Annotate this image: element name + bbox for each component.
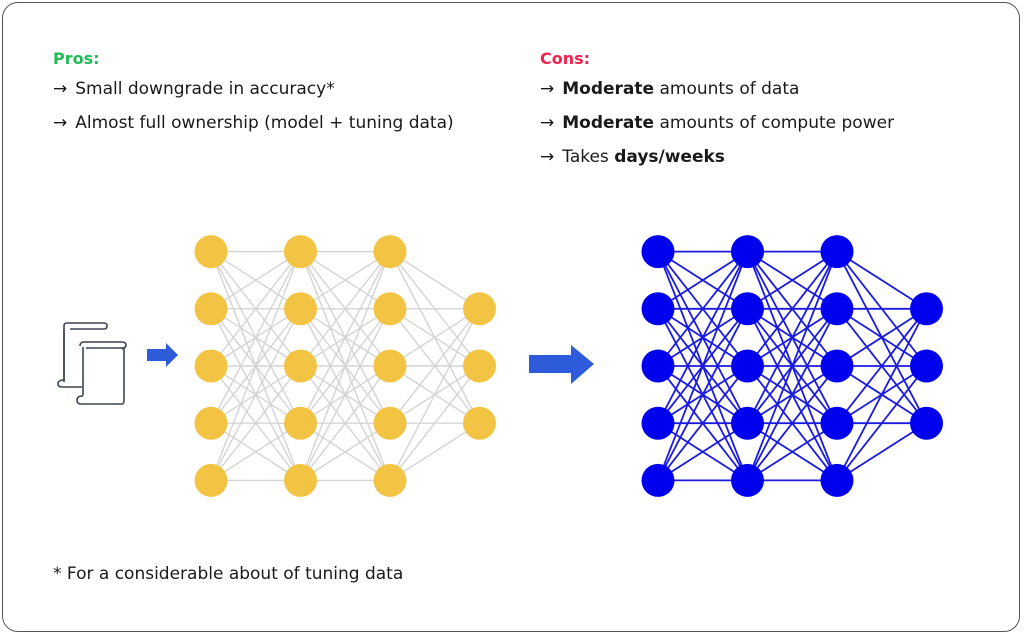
network-edge (657, 365, 749, 481)
network-node (731, 349, 764, 383)
network-node (373, 292, 407, 326)
network-node (194, 406, 228, 440)
footnote: * For a considerable about of tuning dat… (53, 564, 404, 584)
network-node (820, 292, 854, 326)
network-node (463, 406, 496, 440)
network-node (641, 406, 675, 440)
network-node (641, 292, 675, 326)
network-edge (836, 308, 928, 481)
arrow-icon: → (540, 147, 555, 167)
network-node (731, 463, 764, 497)
network-node (731, 406, 764, 440)
network-node (731, 235, 764, 269)
network-edge (299, 251, 391, 424)
cons-item: →Moderate amounts of data (540, 79, 800, 99)
network-node (820, 463, 854, 497)
network-node (284, 292, 317, 326)
network-edge (836, 365, 928, 481)
network-edge (299, 365, 391, 481)
arrow-icon: → (540, 79, 555, 99)
pros-section: Pros: →Small downgrade in accuracy* →Alm… (53, 48, 454, 146)
network-edge (747, 422, 838, 482)
big-arrow-icon (529, 345, 594, 384)
network-edge (836, 308, 927, 367)
network-edge (299, 308, 391, 481)
network-node (373, 235, 407, 269)
network-edge (389, 251, 480, 310)
pros-heading: Pros: (53, 49, 100, 68)
arrow-icon: → (53, 79, 68, 99)
arrow-icon: → (53, 113, 68, 133)
network-node (820, 406, 854, 440)
base-network (194, 235, 496, 497)
network-edge (657, 250, 748, 310)
network-node (463, 292, 496, 326)
arrow-icon: → (540, 113, 555, 133)
network-node (284, 406, 317, 440)
network-node (820, 349, 854, 383)
network-node (820, 235, 854, 269)
network-node (194, 235, 228, 269)
documents-scroll-icon (57, 322, 127, 405)
network-node (641, 349, 675, 383)
network-node (373, 349, 407, 383)
network-edge (210, 422, 301, 481)
network-edge (210, 251, 302, 481)
network-edge (299, 251, 391, 367)
tuned-network (641, 235, 943, 497)
pros-item: →Small downgrade in accuracy* (53, 79, 335, 99)
network-edge (210, 365, 302, 481)
cons-section: Cons: →Moderate amounts of data →Moderat… (540, 48, 894, 180)
network-edge (657, 251, 749, 481)
network-edge (657, 251, 749, 367)
network-edge (836, 308, 928, 424)
network-edge (746, 251, 838, 424)
network-edge (747, 250, 838, 310)
network-edge (210, 308, 302, 481)
network-node (463, 349, 496, 383)
cons-item: →Moderate amounts of compute power (540, 113, 895, 133)
network-edge (389, 422, 480, 481)
network-edge (389, 308, 481, 424)
network-edge (746, 365, 838, 481)
network-node (194, 292, 228, 326)
cons-item: →Takes days/weeks (540, 147, 725, 167)
pros-item: →Almost full ownership (model + tuning d… (53, 113, 454, 133)
network-edge (389, 308, 480, 367)
network-edge (836, 250, 927, 310)
network-node (194, 463, 228, 497)
network-edge (657, 251, 749, 424)
network-node (284, 235, 317, 269)
network-node (641, 235, 675, 269)
network-node (373, 406, 407, 440)
network-edge (657, 308, 749, 481)
network-node (731, 292, 764, 326)
network-node (194, 349, 228, 383)
network-edge (300, 422, 391, 481)
cons-heading: Cons: (540, 49, 591, 68)
network-edge (746, 251, 838, 367)
network-edge (657, 422, 748, 482)
network-edge (210, 251, 301, 310)
small-arrow-icon (147, 343, 178, 367)
network-node (910, 406, 943, 440)
network-edge (299, 251, 391, 481)
network-node (910, 349, 943, 383)
network-edge (389, 365, 481, 481)
network-edge (210, 251, 302, 424)
network-node (373, 463, 407, 497)
network-edge (746, 251, 838, 481)
network-node (641, 463, 675, 497)
network-edge (836, 422, 927, 482)
network-edge (389, 308, 481, 481)
network-edge (746, 308, 838, 481)
network-edge (300, 251, 391, 310)
network-node (284, 463, 317, 497)
network-node (910, 292, 943, 326)
network-edge (210, 251, 302, 367)
network-node (284, 349, 317, 383)
